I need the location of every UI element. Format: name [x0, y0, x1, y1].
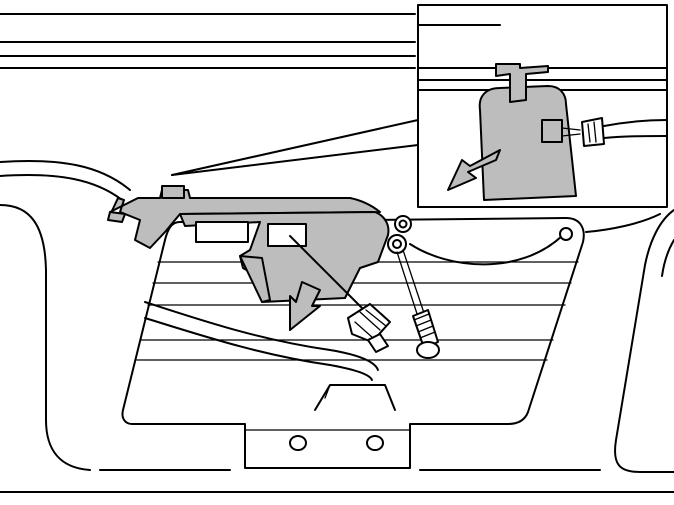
removal-arrow [289, 281, 321, 331]
tailgate-body-outline [0, 159, 674, 493]
tailgate-panel [121, 217, 585, 469]
inset-leader [171, 119, 419, 176]
wiring-connector [289, 235, 391, 353]
detail-inset [417, 4, 668, 208]
upper-trim-lines [0, 13, 416, 69]
mounting-screw [387, 215, 440, 359]
lock-bracket [107, 185, 381, 249]
lock-motor-module [179, 211, 390, 303]
